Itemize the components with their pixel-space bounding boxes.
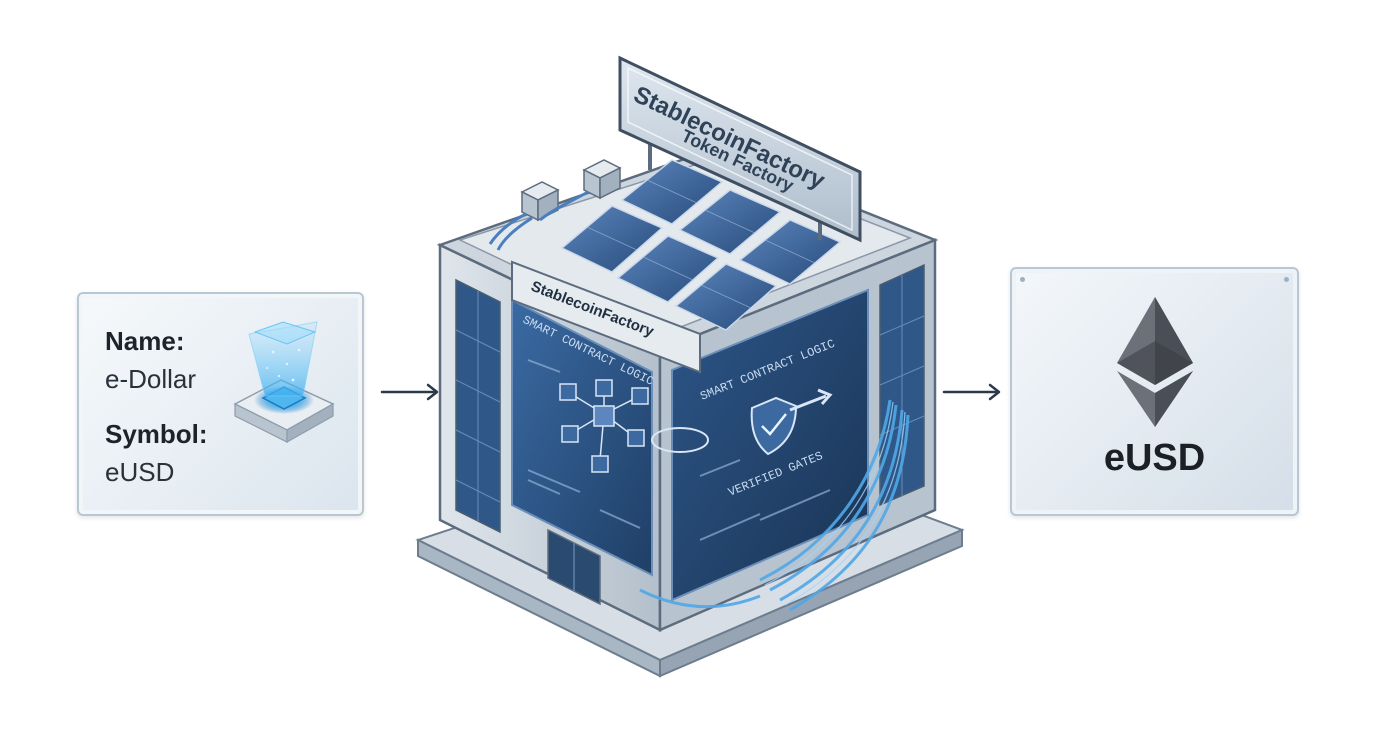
arrow-right: [944, 385, 999, 399]
arrow-left: [382, 385, 437, 399]
